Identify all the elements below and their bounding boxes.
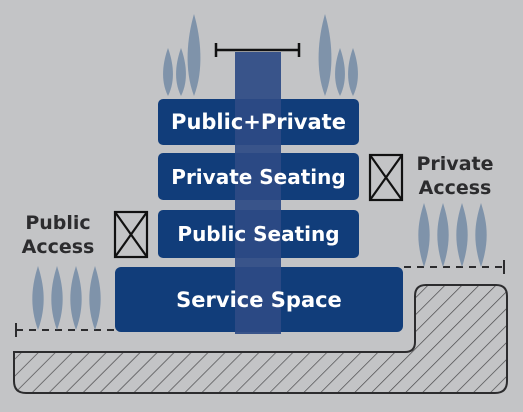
label-public-seating: Public Seating [177,222,340,246]
cypress-tree-icon [89,266,101,330]
cypress-tree-icon [32,266,44,330]
vertical-core [235,52,281,334]
cypress-tree-icon [163,48,173,96]
note-public-access-line1: Public [25,212,91,234]
cypress-tree-icon [418,203,430,267]
cypress-tree-icon [51,266,63,330]
cypress-tree-icon [70,266,82,330]
cypress-tree-icon [475,203,487,267]
hatched-ground [13,284,508,394]
cypress-tree-icon [437,203,449,267]
cypress-tree-icon [335,48,345,96]
label-service-space: Service Space [176,287,342,312]
crossed-box-icon [113,210,149,259]
cypress-tree-icon [348,48,358,96]
note-private-access-line1: Private [416,153,494,175]
cypress-tree-icon [187,14,201,96]
cypress-tree-icon [318,14,332,96]
cypress-tree-icon [176,48,186,96]
note-private-access-line2: Access [418,177,492,199]
trees [32,14,487,330]
note-public-access-line2: Access [21,236,95,258]
note-public-access: Public Access [14,211,102,259]
label-public-private: Public+Private [171,110,346,134]
dimension-bar [214,43,301,57]
label-private-seating: Private Seating [171,164,346,189]
note-private-access: Private Access [410,152,500,200]
crossed-box-icon [368,153,404,202]
cypress-tree-icon [456,203,468,267]
